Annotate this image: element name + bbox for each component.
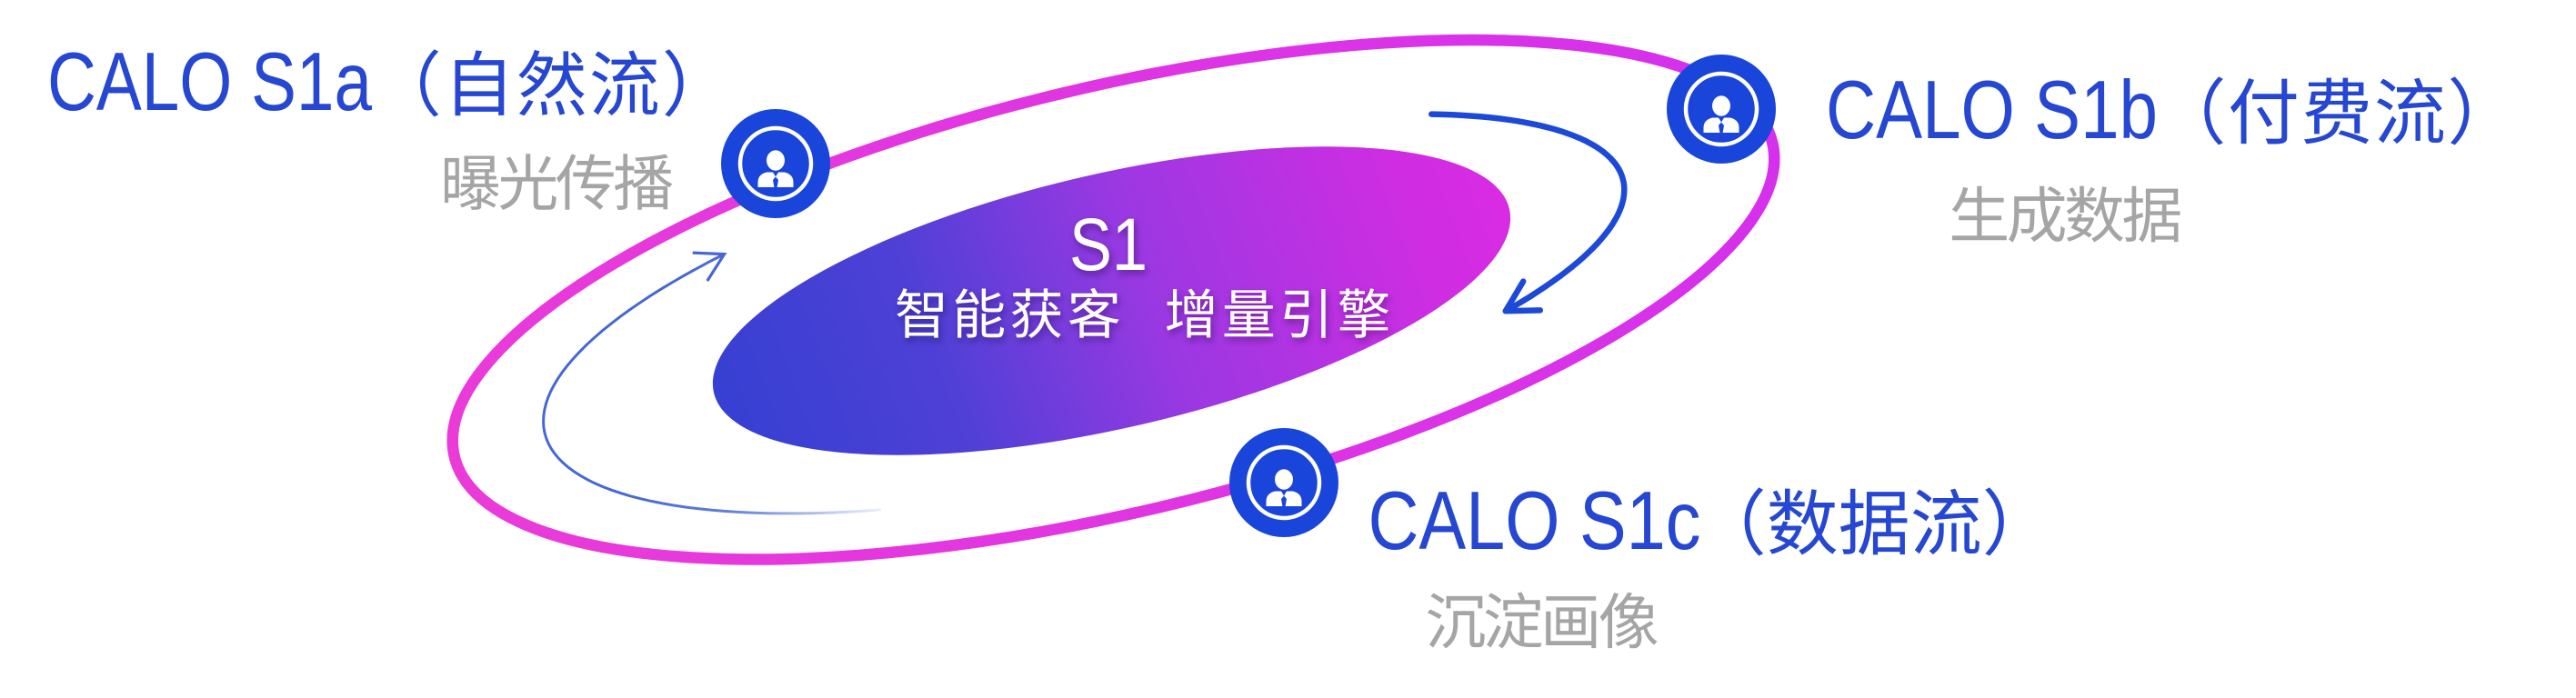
svg-text:S1: S1 [1069, 204, 1148, 286]
svg-text:CALO S1c: CALO S1c [1368, 475, 1701, 567]
svg-text:CALO S1b: CALO S1b [1826, 65, 2158, 156]
svg-text:CALO S1a: CALO S1a [47, 36, 372, 128]
